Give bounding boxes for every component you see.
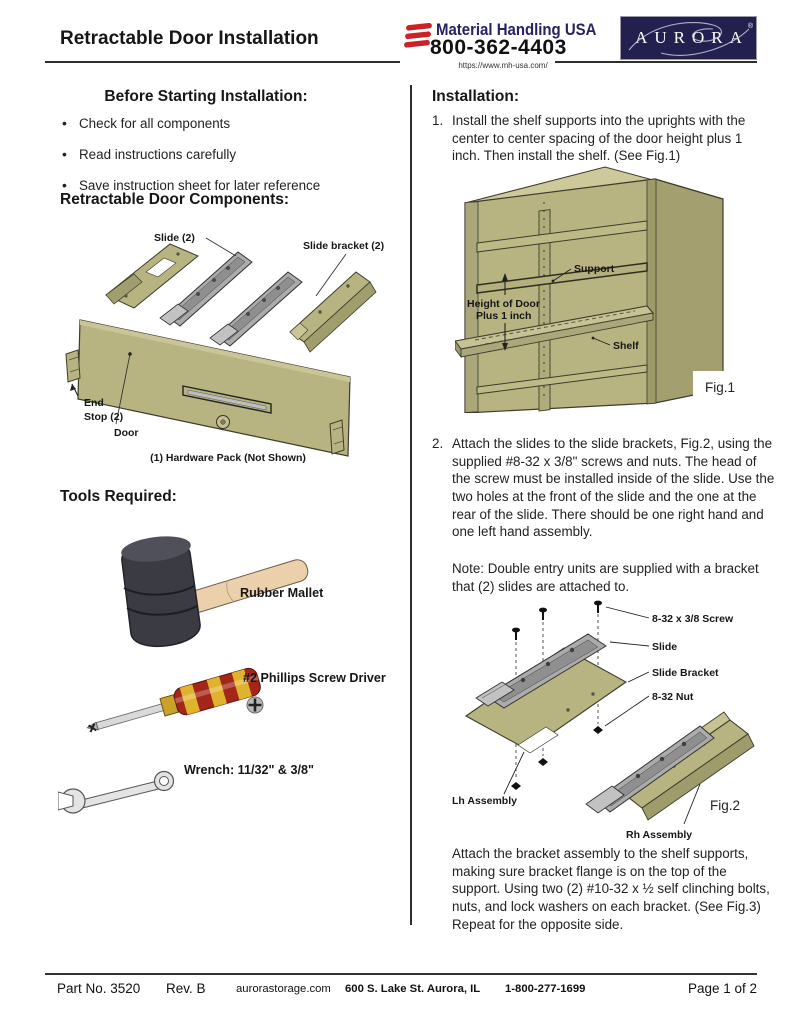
mh-usa-stripes-icon xyxy=(403,22,435,51)
footer-revision: Rev. B xyxy=(166,981,206,996)
step-2: 2. Attach the slides to the slide bracke… xyxy=(432,435,777,541)
hardware-pack-label: (1) Hardware Pack (Not Shown) xyxy=(150,452,306,464)
page-title: Retractable Door Installation xyxy=(60,28,319,49)
list-item: Check for all components xyxy=(60,115,390,131)
slide-bracket-label: Slide Bracket xyxy=(652,667,719,679)
list-item: Read instructions carefully xyxy=(60,146,390,162)
aurora-registered-mark: ® xyxy=(747,23,753,30)
leader-lines xyxy=(503,606,701,825)
figure-1: Support Height of Door Plus 1 inch Shelf… xyxy=(454,163,770,418)
step-2-note: Note: Double entry units are supplied wi… xyxy=(452,561,759,594)
door-label: Door xyxy=(114,427,139,439)
step-3-text: Attach the bracket assembly to the shelf… xyxy=(452,846,770,932)
mh-usa-logo-name: Material Handling USA xyxy=(436,20,597,39)
leader-dot xyxy=(591,336,595,340)
leader-line xyxy=(315,253,347,297)
footer-address: 600 S. Lake St. Aurora, IL xyxy=(345,983,481,995)
installation-heading: Installation: xyxy=(432,88,519,105)
slide-drawing-a xyxy=(159,251,253,327)
slide-bracket-label: Slide bracket (2) xyxy=(303,240,384,252)
slide-label: Slide (2) xyxy=(154,232,195,244)
components-heading: Retractable Door Components: xyxy=(60,191,290,208)
leader-line xyxy=(205,237,237,257)
phillips-head-icon xyxy=(246,696,264,719)
end-stop-label-line2: Stop (2) xyxy=(84,411,123,423)
mh-usa-url: https://www.mh-usa.com/ xyxy=(458,61,548,70)
footer-website: aurorastorage.com xyxy=(236,983,331,995)
arrowhead-up xyxy=(502,273,508,281)
fig1-caption-box xyxy=(693,371,747,402)
header-rule-left xyxy=(45,61,400,63)
mh-usa-phone: 800-362-4403 xyxy=(430,36,567,59)
end-stop-drawing-right xyxy=(329,419,345,455)
footer-part-number: Part No. 3520 xyxy=(57,981,141,996)
rubber-mallet-label: Rubber Mallet xyxy=(240,586,324,600)
screw-label: 8-32 x 3/8 Screw xyxy=(652,613,734,625)
footer-phone: 1-800-277-1699 xyxy=(505,983,586,995)
tools-heading: Tools Required: xyxy=(60,488,177,505)
end-stop-label-line1: End xyxy=(84,397,104,409)
aurora-logo-text: AURORA xyxy=(635,28,749,47)
wrench-image xyxy=(57,768,188,823)
step-text: Attach the slides to the slide brackets,… xyxy=(452,436,775,540)
checklist: Check for all components Read instructio… xyxy=(60,115,390,209)
arrowhead-down xyxy=(502,343,508,351)
screwdriver-image xyxy=(58,660,268,747)
end-stop-drawing-left xyxy=(65,349,81,383)
step-text: Install the shelf supports into the upri… xyxy=(452,113,746,164)
screw-drawing xyxy=(512,600,602,640)
list-item: Save instruction sheet for later referen… xyxy=(60,177,390,193)
height-label-line1: Height of Door xyxy=(467,298,540,310)
wrench-label: Wrench: 11/32" & 3/8" xyxy=(184,763,315,777)
slide-label: Slide xyxy=(652,641,677,653)
screwdriver-label: #2 Phillips Screw Driver xyxy=(243,671,386,685)
figure-2: 8-32 x 3/8 Screw Slide Slide Bracket 8-3… xyxy=(448,598,770,851)
bracket-plate-drawing xyxy=(105,243,199,309)
rh-assembly-drawing xyxy=(585,711,755,821)
lh-assembly-label: Lh Assembly xyxy=(452,795,517,807)
fig2-caption: Fig.2 xyxy=(710,798,740,813)
header-rule-right xyxy=(555,61,757,63)
leader-line xyxy=(552,268,572,282)
step-number: 2. xyxy=(432,436,444,451)
leader-line xyxy=(115,353,131,425)
footer-rule xyxy=(45,973,757,975)
rubber-mallet-image xyxy=(60,516,340,666)
nut-label: 8-32 Nut xyxy=(652,691,694,703)
slide-bracket-drawing xyxy=(289,271,377,353)
leader-arrowhead xyxy=(70,384,76,391)
leader-line xyxy=(592,337,611,346)
aurora-logo: AURORA ® xyxy=(620,16,757,60)
components-diagram: Slide (2) Slide bracket (2) End Stop (2)… xyxy=(58,220,398,473)
shelf-label: Shelf xyxy=(613,340,639,352)
fig1-caption: Fig.1 xyxy=(705,380,735,395)
step-number: 1. xyxy=(432,113,444,128)
leader-dot xyxy=(551,279,555,283)
before-starting-heading: Before Starting Installation: xyxy=(104,88,308,105)
lh-assembly-drawing xyxy=(464,633,628,754)
support-label: Support xyxy=(574,263,615,275)
nut-drawing xyxy=(511,726,603,790)
slide-drawing-b xyxy=(209,271,303,347)
footer-page-number: Page 1 of 2 xyxy=(688,981,758,996)
step-1: 1. Install the shelf supports into the u… xyxy=(432,112,770,165)
column-divider xyxy=(410,85,412,925)
height-label-line2: Plus 1 inch xyxy=(476,310,531,322)
rh-assembly-label: Rh Assembly xyxy=(626,829,692,841)
